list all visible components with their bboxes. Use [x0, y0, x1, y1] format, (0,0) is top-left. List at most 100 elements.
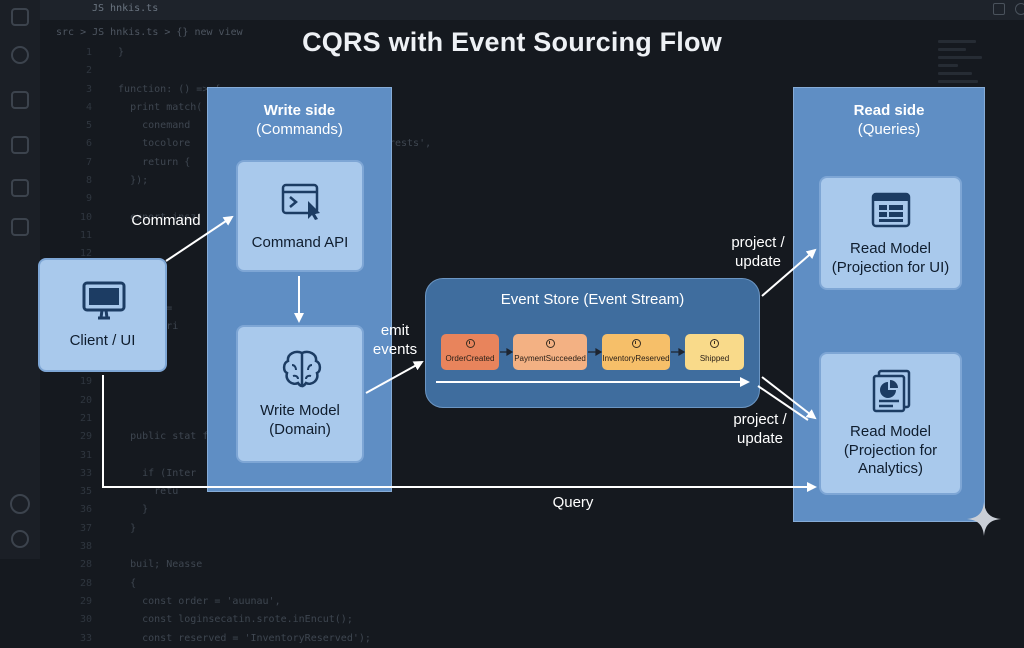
line-number: 37	[79, 522, 92, 534]
command-api-label: Command API	[251, 234, 349, 251]
editor-tab[interactable]: JS hnkis.ts	[92, 3, 159, 14]
read-model-ui-label: Read Model (Projection for UI)	[821, 240, 960, 277]
activity-bar	[0, 0, 40, 559]
code-line: 31	[52, 447, 492, 465]
event-sequence-arrow	[500, 347, 514, 357]
breadcrumb[interactable]: src > JS hnkis.ts > {} new view	[56, 27, 243, 38]
line-number: 31	[79, 449, 92, 461]
write-side-heading-block: Write side (Commands)	[208, 101, 391, 139]
line-number: 33	[79, 632, 92, 644]
clock-icon	[631, 339, 641, 348]
project-update-bottom-arrow-a	[761, 376, 817, 420]
code-text: }	[106, 522, 137, 534]
code-text: public stat f	[106, 431, 209, 443]
clock-icon	[465, 339, 475, 348]
line-number: 4	[85, 101, 92, 113]
code-text: buil; Neasse	[106, 559, 203, 571]
code-text: {	[106, 577, 137, 589]
event-chip-payment-succeeded[interactable]: PaymentSucceeded	[513, 334, 587, 370]
source-control-icon[interactable]	[11, 91, 29, 109]
event-store-title: Event Store (Event Stream)	[500, 291, 685, 308]
line-number: 30	[79, 614, 92, 626]
code-text: const order = 'auunau',	[106, 595, 281, 607]
files-icon[interactable]	[11, 8, 29, 26]
read-model-ui-node[interactable]: Read Model (Projection for UI)	[819, 176, 962, 290]
run-debug-icon[interactable]	[11, 136, 29, 154]
split-editor-icon[interactable]	[993, 3, 1005, 15]
command-arrow	[165, 215, 234, 262]
project-update-bottom-label: project / update	[724, 411, 796, 448]
event-name: OrderCreated	[445, 354, 495, 363]
code-text: }	[106, 504, 149, 516]
brain-icon	[282, 350, 322, 388]
line-number: 28	[79, 577, 92, 589]
line-number: 10	[79, 211, 92, 223]
code-text: retu	[106, 486, 179, 498]
clock-icon	[710, 339, 719, 348]
monitor-icon	[82, 281, 126, 320]
line-number: 8	[85, 175, 92, 187]
line-number: 20	[79, 394, 92, 406]
line-number: 3	[85, 83, 92, 95]
client-ui-node[interactable]: Client / UI	[38, 258, 167, 372]
client-ui-label: Client / UI	[69, 332, 136, 349]
line-number: 7	[85, 156, 92, 168]
event-store-node[interactable]: Event Store (Event Stream) OrderCreated P…	[425, 278, 760, 408]
event-chip-shipped[interactable]: Shipped	[685, 334, 744, 370]
more-actions-icon[interactable]	[1015, 3, 1024, 15]
code-text: conemand	[106, 120, 191, 132]
table-window-icon	[871, 192, 911, 228]
code-line: 36 }	[52, 501, 492, 519]
code-line: 38	[52, 538, 492, 556]
settings-gear-icon[interactable]	[11, 530, 29, 548]
line-number: 28	[79, 559, 92, 571]
write-model-line2: (Domain)	[269, 420, 331, 438]
code-line: 37 }	[52, 520, 492, 538]
query-arrow	[102, 375, 817, 492]
search-icon[interactable]	[11, 46, 29, 64]
read-model-analytics-line2: (Projection for	[843, 441, 938, 459]
editor-tab-bar: JS hnkis.ts	[40, 0, 1024, 20]
line-number: 19	[79, 376, 92, 388]
write-side-heading: Write side	[263, 102, 336, 119]
remote-icon[interactable]	[11, 218, 29, 236]
line-number: 33	[79, 467, 92, 479]
write-model-label: Write Model (Domain)	[238, 402, 362, 439]
code-text: const loginsecatin.srote.inEncut();	[106, 614, 353, 626]
event-chip-inventory-reserved[interactable]: InventoryReserved	[602, 334, 670, 370]
event-chip-order-created[interactable]: OrderCreated	[441, 334, 499, 370]
project-update-top-arrow	[761, 248, 817, 297]
line-number: 21	[79, 412, 92, 424]
event-sequence-arrow	[671, 347, 686, 357]
read-side-heading-block: Read side (Queries)	[794, 101, 984, 139]
line-number: 12	[79, 248, 92, 260]
line-number: 11	[79, 229, 92, 241]
command-api-node[interactable]: Command API	[236, 160, 364, 272]
code-line: 21	[52, 410, 492, 428]
project-update-bottom-line1: project /	[733, 411, 787, 428]
code-line: 11	[52, 227, 492, 245]
line-number: 5	[85, 120, 92, 132]
write-side-subheading: (Commands)	[256, 121, 343, 138]
read-side-subheading: (Queries)	[857, 121, 921, 138]
extensions-icon[interactable]	[11, 179, 29, 197]
line-number: 6	[85, 138, 92, 150]
write-model-node[interactable]: Write Model (Domain)	[236, 325, 364, 463]
write-model-line1: Write Model	[260, 402, 340, 419]
code-text: }	[106, 47, 125, 58]
command-edge-label: Command	[131, 212, 201, 229]
code-line: 9	[52, 190, 492, 208]
read-model-analytics-node[interactable]: Read Model (Projection for Analytics)	[819, 352, 962, 495]
code-line: 33 const reserved = 'InventoryReserved')…	[52, 630, 492, 648]
minimap[interactable]	[938, 40, 988, 88]
emit-events-edge-label: emit events	[368, 322, 422, 359]
code-line: 5 conemand	[52, 117, 492, 135]
code-line: 28 {	[52, 575, 492, 593]
code-line: 35 retu	[52, 483, 492, 501]
account-icon[interactable]	[10, 494, 30, 514]
emit-events-line2: events	[372, 340, 418, 358]
read-side-heading: Read side	[853, 102, 925, 119]
report-chart-icon	[872, 369, 911, 413]
connector-layer	[102, 215, 817, 492]
code-line: 1 }	[52, 44, 492, 62]
